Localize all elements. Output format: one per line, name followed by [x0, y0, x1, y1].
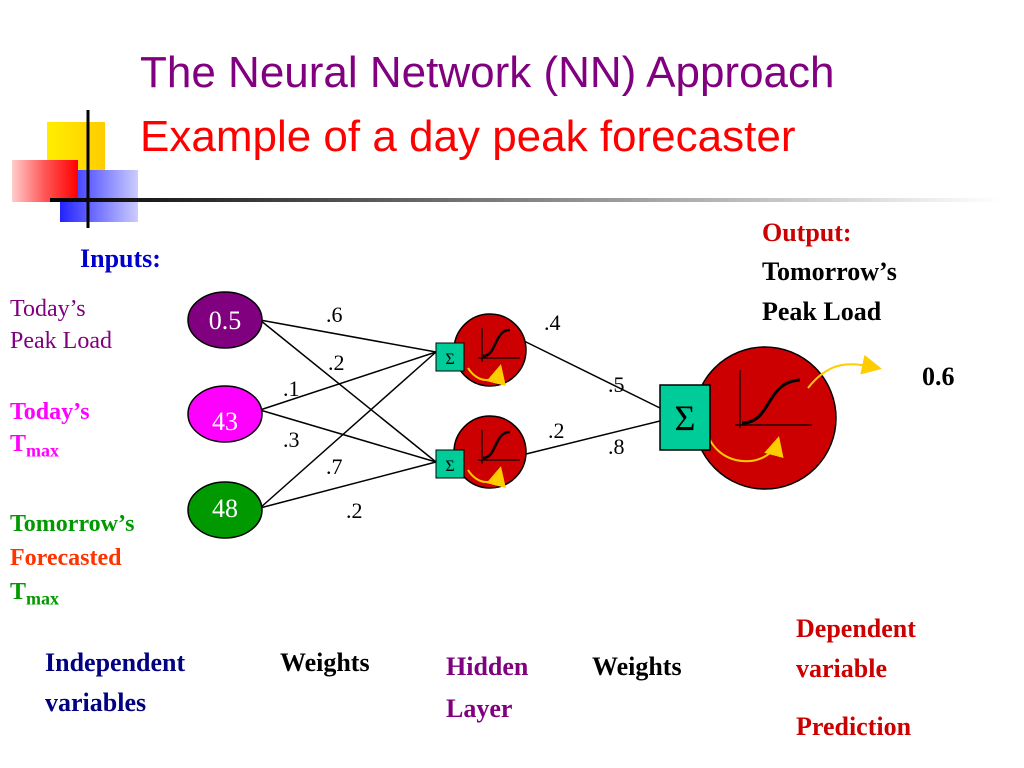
input-label-forecast-tmax: Tomorrow’s Forecasted Tmax	[10, 511, 135, 609]
sigmoid-icon	[735, 370, 812, 428]
sum-box-hidden-2: Σ	[435, 449, 465, 479]
independent-variables-label: Independent variables	[45, 648, 186, 717]
title-rule	[50, 198, 1000, 202]
input-value: 43	[212, 407, 238, 436]
prediction-label: Prediction	[796, 712, 912, 741]
output-label-line2: Peak Load	[762, 297, 882, 326]
weights-left-label: Weights	[280, 648, 370, 677]
inputs-heading: Inputs:	[80, 244, 161, 273]
dependent-variable-label: Dependent variable	[796, 614, 916, 683]
weight-label: .6	[326, 302, 343, 327]
output-value: 0.6	[922, 362, 955, 391]
weight-label: .8	[608, 434, 625, 459]
input-label-peak-load: Today’s Peak Load	[10, 296, 112, 354]
weight-label: .1	[283, 376, 300, 401]
hidden-neuron-1	[453, 313, 527, 387]
weight-label: .2	[328, 350, 345, 375]
hidden-connections	[521, 339, 665, 456]
sum-icon: Σ	[675, 398, 696, 438]
weight-label: .4	[544, 310, 561, 335]
connection-line	[259, 351, 437, 411]
weight-label: .2	[548, 418, 565, 443]
output-arrow-icon	[807, 354, 882, 389]
output-neuron	[693, 346, 882, 490]
hidden-neuron-2	[453, 415, 527, 489]
input-node-peak-load: 0.5	[187, 291, 263, 349]
sum-box-hidden-1: Σ	[435, 342, 465, 372]
input-label-today-tmax: Today’s Tmax	[10, 399, 90, 461]
input-value: 0.5	[209, 306, 242, 335]
sum-icon: Σ	[445, 351, 454, 368]
weight-label: .2	[346, 498, 363, 523]
output-label-line1: Tomorrow’s	[762, 257, 897, 286]
input-value: 48	[212, 494, 238, 523]
weight-label: .3	[283, 427, 300, 452]
sigmoid-icon	[478, 430, 520, 464]
connection-line	[259, 319, 437, 353]
connection-line	[259, 461, 437, 509]
input-node-forecast-tmax: 48	[187, 481, 263, 539]
weight-label: .5	[608, 372, 625, 397]
arrow-icon	[467, 364, 506, 386]
sigmoid-icon	[478, 328, 520, 362]
output-heading: Output:	[762, 218, 852, 247]
sum-box-output: Σ	[659, 384, 711, 451]
weight-label: .7	[326, 454, 343, 479]
arrow-icon	[467, 466, 506, 488]
connection-line	[521, 339, 665, 411]
connection-line	[521, 419, 665, 456]
weights-right-label: Weights	[592, 652, 682, 681]
page-title: The Neural Network (NN) Approach	[140, 48, 835, 97]
weight-labels: .6 .2 .1 .3 .7 .2 .4 .2 .5 .8	[283, 302, 625, 523]
sum-icon: Σ	[445, 458, 454, 475]
input-node-today-tmax: 43	[187, 385, 263, 443]
hidden-layer-label: Hidden Layer	[446, 652, 529, 723]
connection-line	[259, 319, 437, 463]
red-square	[12, 160, 78, 202]
page-subtitle: Example of a day peak forecaster	[140, 112, 796, 161]
connection-line	[259, 409, 437, 463]
corner-decoration	[12, 110, 138, 228]
connection-line	[259, 351, 437, 509]
input-connections	[259, 319, 437, 509]
